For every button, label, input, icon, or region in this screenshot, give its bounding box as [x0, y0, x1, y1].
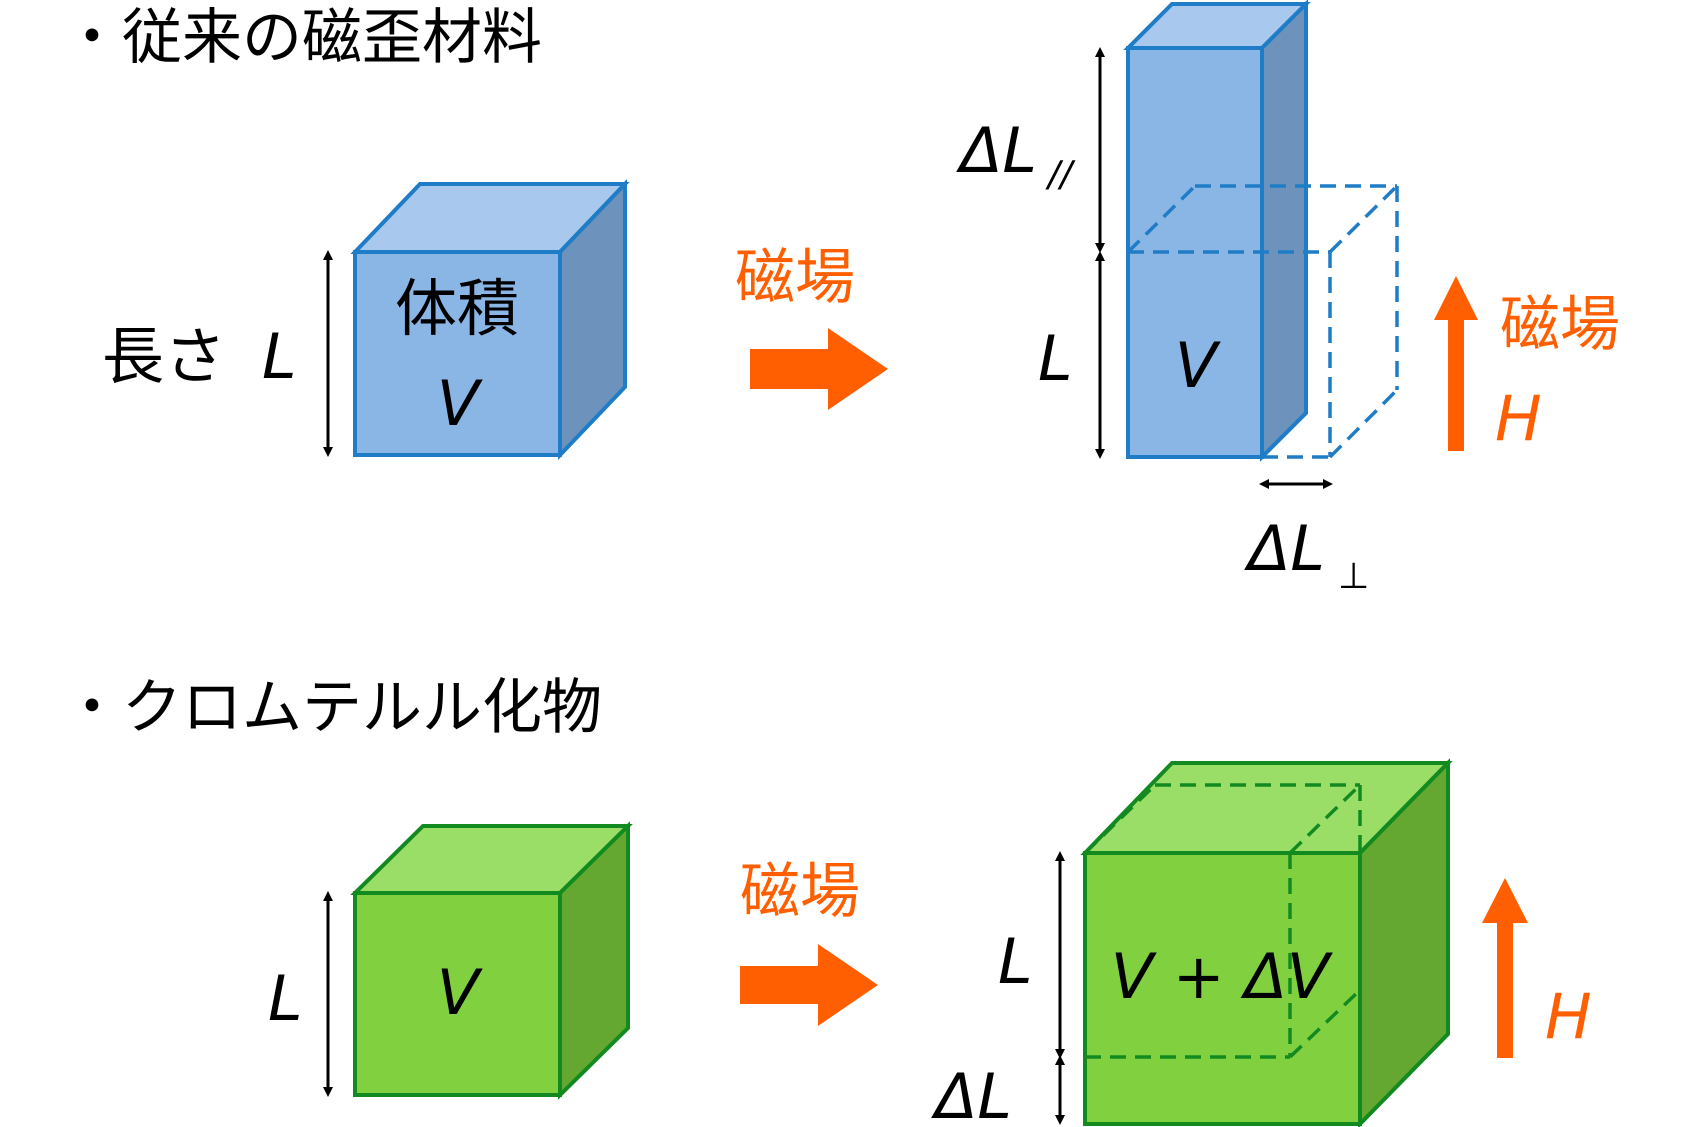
- label-V-plus-dV: V + ΔV: [1111, 940, 1334, 1013]
- label-delta-L-parallel: ΔL: [956, 114, 1037, 187]
- label-L-right: L: [998, 925, 1033, 998]
- label-delta-L-perp: ΔL: [1244, 512, 1325, 585]
- field-H-label: H: [1495, 382, 1542, 455]
- heading-conventional: ・従来の磁歪材料: [62, 3, 542, 73]
- section-conventional: ・従来の磁歪材料 体積 V 長さ L 磁場: [62, 0, 1620, 597]
- field-arrow-label: 磁場: [735, 243, 855, 313]
- cube-side-face: [1358, 758, 1450, 1127]
- label-volume: 体積: [395, 272, 519, 345]
- label-L: L: [262, 320, 297, 393]
- label-delta-L: ΔL: [931, 1060, 1012, 1127]
- cube-original-green: [350, 821, 633, 1100]
- original-cube-dashed-outline: [1083, 783, 1362, 1059]
- label-length: 長さ: [102, 320, 226, 393]
- field-arrow-right: [740, 944, 878, 1026]
- field-arrow-up: [1434, 276, 1478, 451]
- cube-original-blue: [350, 179, 630, 460]
- label-parallel-subscript: //: [1045, 154, 1076, 195]
- field-arrow-up: [1482, 878, 1528, 1058]
- heading-chromium-telluride: ・クロムテルル化物: [62, 673, 602, 743]
- cube-side-face: [558, 179, 627, 460]
- section-chromium-telluride: ・クロムテルル化物 V L 磁場 V +: [62, 673, 1592, 1127]
- label-L-right: L: [1038, 322, 1073, 395]
- label-perp-subscript: ⊥: [1338, 556, 1369, 597]
- field-arrow-right: [750, 328, 888, 410]
- label-V-right: V: [1175, 329, 1222, 402]
- label-V: V: [437, 956, 484, 1029]
- prism-side-face: [1260, 0, 1308, 462]
- label-V: V: [437, 367, 484, 440]
- field-vertical-label: 磁場: [1500, 290, 1620, 360]
- original-cube-dashed-outline: [1126, 184, 1399, 459]
- cube-side-face: [558, 821, 630, 1100]
- field-arrow-label: 磁場: [740, 857, 860, 927]
- label-L: L: [268, 962, 303, 1035]
- field-H-label: H: [1545, 980, 1592, 1053]
